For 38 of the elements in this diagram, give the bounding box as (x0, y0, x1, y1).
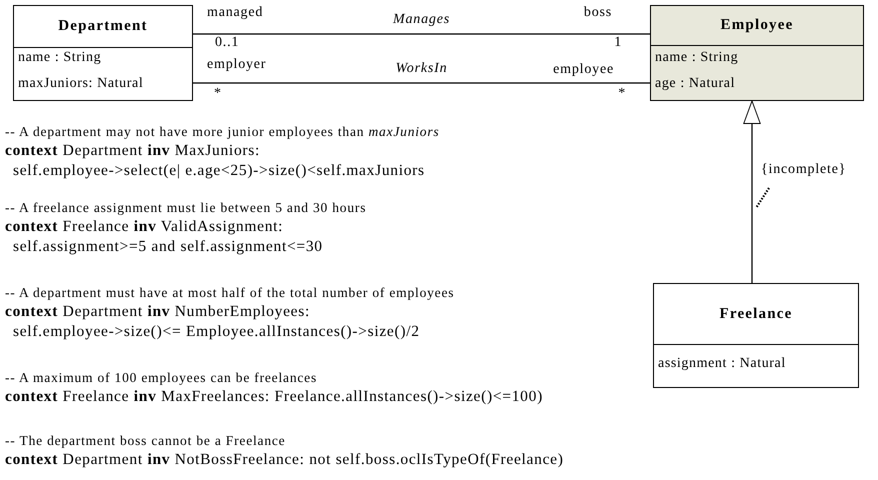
class-box (653, 283, 859, 388)
ocl-code: self.employee->select(e| e.age<25)->size()<self.maxJuniors (13, 162, 425, 180)
ocl-code: context Department inv NotBossFreelance: not self.boss.oclIsTypeOf(Freelance) (5, 451, 564, 469)
ocl-code: context Department inv MaxJuniors: (5, 142, 260, 160)
ocl-code: context Freelance inv ValidAssignment: (5, 218, 284, 236)
comment-text: -- A department must have at most half of the total number of employees (5, 285, 454, 301)
class-box (650, 5, 864, 101)
attribute-text: name : String (655, 50, 738, 66)
attribute-text: name : String (18, 50, 102, 66)
edge-label: Manages (393, 12, 450, 28)
generalization-arrow (743, 100, 761, 283)
comment-text: -- The department boss cannot be a Freelance (5, 433, 286, 449)
role-name: employer (207, 57, 266, 73)
ocl-code: context Freelance inv MaxFreelances: Freelance.allInstances()->size()<=100) (5, 388, 543, 406)
multiplicity: * (618, 86, 626, 102)
ocl-code: self.assignment>=5 and self.assignment<=30 (13, 238, 323, 256)
multiplicity: 1 (614, 35, 622, 51)
comment-text: -- A maximum of 100 employees can be freelances (5, 370, 318, 386)
class-name: Freelance (720, 306, 792, 322)
role-name: employee (553, 62, 614, 78)
comment-text: -- A freelance assignment must lie between 5 and 30 hours (5, 200, 366, 216)
leader-line (755, 187, 770, 209)
class-name: Employee (720, 17, 794, 34)
constraint-text: {incomplete} (761, 162, 846, 178)
ocl-code: context Department inv NumberEmployees: (5, 303, 310, 321)
ocl-code: self.employee->size()<= Employee.allInstances()->size()/2 (13, 323, 420, 341)
class-box (13, 5, 193, 101)
class-name: Department (58, 18, 148, 35)
attribute-text: maxJuniors: Natural (18, 76, 144, 92)
role-name: boss (584, 5, 612, 21)
attribute-text: age : Natural (655, 76, 736, 92)
multiplicity: * (214, 86, 222, 102)
association-line (193, 33, 650, 35)
comment-text: -- A department may not have more junior employees than maxJuniors (5, 124, 440, 140)
attribute-text: assignment : Natural (658, 356, 786, 372)
role-name: managed (207, 5, 264, 21)
multiplicity: 0..1 (215, 35, 240, 51)
association-line (193, 82, 650, 84)
